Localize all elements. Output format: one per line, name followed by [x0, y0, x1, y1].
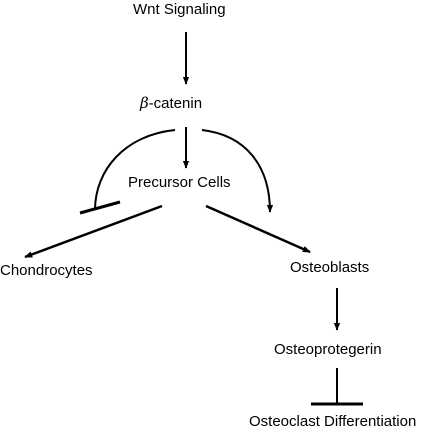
node-chondrocytes: Chondrocytes — [0, 262, 93, 280]
node-osteoclast-differentiation: Osteoclast Differentiation — [249, 413, 416, 431]
arrow-precursor-to-osteoblasts — [205, 204, 311, 254]
node-osteoprotegerin: Osteoprotegerin — [274, 341, 382, 359]
node-chondrocytes-label: Chondrocytes — [0, 262, 93, 279]
node-osteoblasts-label: Osteoblasts — [290, 259, 370, 276]
node-osteoblasts: Osteoblasts — [290, 259, 369, 277]
activation-curve-catenin-to-osteo — [201, 129, 274, 213]
node-osteoprotegerin-label: Osteoprotegerin — [274, 341, 382, 358]
arrow-precursor-to-chondrocytes — [24, 204, 163, 259]
node-osteoclast-differentiation-label: Osteoclast Differentiation — [249, 413, 417, 430]
inhibition-bar — [79, 200, 121, 215]
node-wnt-signaling: Wnt Signaling — [133, 1, 226, 19]
node-beta-catenin-label: -catenin — [148, 95, 203, 112]
beta-symbol: β — [140, 94, 149, 112]
node-precursor-cells: Precursor Cells — [128, 174, 231, 192]
node-beta-catenin: β-catenin — [140, 94, 202, 113]
node-precursor-cells-label: Precursor Cells — [128, 174, 231, 191]
node-wnt-signaling-label: Wnt Signaling — [133, 1, 226, 18]
inhibition-curve-catenin-to-chondro — [94, 129, 176, 211]
